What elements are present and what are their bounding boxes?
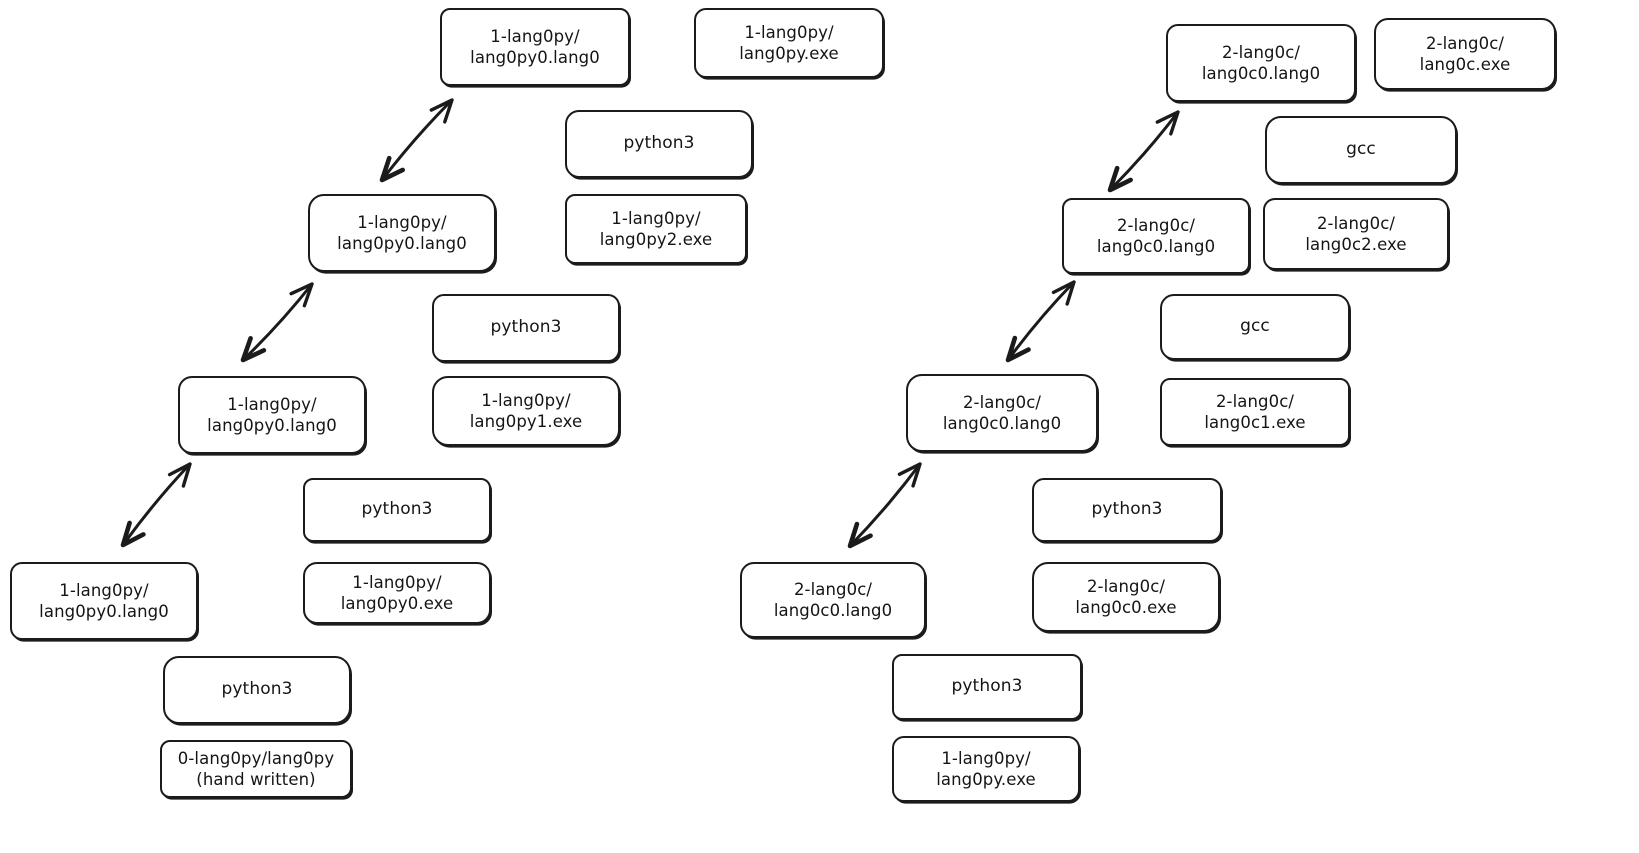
node-label: python3 [1091, 499, 1163, 520]
node-label: python3 [361, 499, 433, 520]
right-exe-level1: 2-lang0c/ lang0c1.exe [1160, 378, 1350, 446]
left-exe-level1: 1-lang0py/ lang0py1.exe [432, 376, 620, 446]
node-label: python3 [490, 317, 562, 338]
node-label: 2-lang0c/ lang0c0.lang0 [773, 579, 893, 620]
left-exe-level3: 1-lang0py/ lang0py.exe [694, 8, 884, 78]
right-source-level1: 2-lang0c/ lang0c0.lang0 [906, 374, 1098, 452]
arrow-shaft [1108, 110, 1180, 192]
node-label: 2-lang0c/ lang0c0.exe [1075, 576, 1177, 617]
node-label: gcc [1346, 139, 1376, 160]
node-label: 2-lang0c/ lang0c2.exe [1305, 213, 1407, 254]
arrow-head-up [1155, 110, 1180, 136]
left-tool-python3-c: python3 [565, 110, 753, 178]
arrow-head-down [847, 521, 873, 549]
arrow-head-down [379, 155, 405, 183]
edge-right-level2-to-level3 [1107, 110, 1180, 193]
right-source-level2: 2-lang0c/ lang0c0.lang0 [1062, 198, 1250, 274]
left-source-level3: 1-lang0py/ lang0py0.lang0 [440, 8, 630, 86]
arrow-shaft [380, 98, 454, 182]
right-exe-level0: 2-lang0c/ lang0c0.exe [1032, 562, 1220, 632]
node-label: 1-lang0py/ lang0py1.exe [469, 390, 583, 431]
edge-right-level0-to-level1 [847, 462, 922, 549]
node-label: 2-lang0c/ lang0c0.lang0 [1201, 42, 1321, 83]
edge-left-level2-to-level3 [379, 98, 454, 183]
node-label: 1-lang0py/ lang0py.exe [936, 748, 1036, 789]
arrow-head-up [167, 462, 192, 488]
edge-left-level1-to-level2 [240, 282, 314, 363]
left-hand-written-source: 0-lang0py/lang0py (hand written) [160, 740, 352, 798]
node-label: gcc [1240, 316, 1270, 337]
arrow-head-up [289, 282, 314, 308]
edge-right-level1-to-level2 [1005, 280, 1076, 363]
right-tool-python3-b: python3 [1032, 478, 1222, 542]
right-source-level0: 2-lang0c/ lang0c0.lang0 [740, 562, 926, 638]
arrow-head-up [429, 98, 454, 124]
node-label: 2-lang0c/ lang0c1.exe [1204, 391, 1306, 432]
arrow-shaft [241, 282, 314, 362]
left-tool-python3-b: python3 [432, 294, 620, 362]
left-exe-level0: 1-lang0py/ lang0py0.exe [303, 562, 491, 624]
arrow-head-down [1107, 165, 1133, 193]
arrow-head-down [240, 335, 267, 363]
node-label: 1-lang0py/ lang0py0.lang0 [337, 212, 467, 253]
left-tool-python3-a: python3 [303, 478, 491, 542]
right-exe-level2: 2-lang0c/ lang0c2.exe [1263, 198, 1449, 270]
arrow-shaft [1006, 280, 1076, 362]
node-label: 1-lang0py/ lang0py2.exe [599, 208, 713, 249]
node-label: 2-lang0c/ lang0c0.lang0 [1096, 215, 1216, 256]
node-label: 1-lang0py/ lang0py0.lang0 [470, 26, 600, 67]
left-exe-level2: 1-lang0py/ lang0py2.exe [565, 194, 747, 264]
node-label: python3 [951, 676, 1023, 697]
arrow-head-up [1051, 280, 1076, 306]
node-label: 1-lang0py/ lang0py.exe [739, 22, 839, 63]
left-source-level2: 1-lang0py/ lang0py0.lang0 [308, 194, 496, 272]
node-label: 1-lang0py/ lang0py0.exe [340, 572, 454, 613]
arrow-head-up [897, 462, 922, 488]
arrow-head-down [1005, 335, 1031, 363]
right-bootstrap-exe: 1-lang0py/ lang0py.exe [892, 736, 1080, 802]
left-source-level1: 1-lang0py/ lang0py0.lang0 [178, 376, 366, 454]
right-tool-gcc-b: gcc [1160, 294, 1350, 360]
arrow-shaft [121, 462, 192, 547]
right-source-level3: 2-lang0c/ lang0c0.lang0 [1166, 24, 1356, 102]
right-exe-level3: 2-lang0c/ lang0c.exe [1374, 18, 1556, 90]
arrow-head-down [120, 520, 146, 548]
node-label: 1-lang0py/ lang0py0.lang0 [207, 394, 337, 435]
node-label: 1-lang0py/ lang0py0.lang0 [39, 580, 169, 621]
right-tool-gcc-c: gcc [1265, 116, 1457, 184]
left-source-level0: 1-lang0py/ lang0py0.lang0 [10, 562, 198, 640]
node-label: 2-lang0c/ lang0c0.lang0 [942, 392, 1062, 433]
right-tool-python3-root: python3 [892, 654, 1082, 720]
node-label: 2-lang0c/ lang0c.exe [1419, 33, 1511, 74]
left-tool-python3-root: python3 [163, 656, 351, 724]
node-label: python3 [623, 133, 695, 154]
edge-left-level0-to-level1 [120, 462, 192, 548]
arrow-shaft [848, 462, 922, 548]
node-label: 0-lang0py/lang0py (hand written) [177, 748, 335, 789]
node-label: python3 [221, 679, 293, 700]
